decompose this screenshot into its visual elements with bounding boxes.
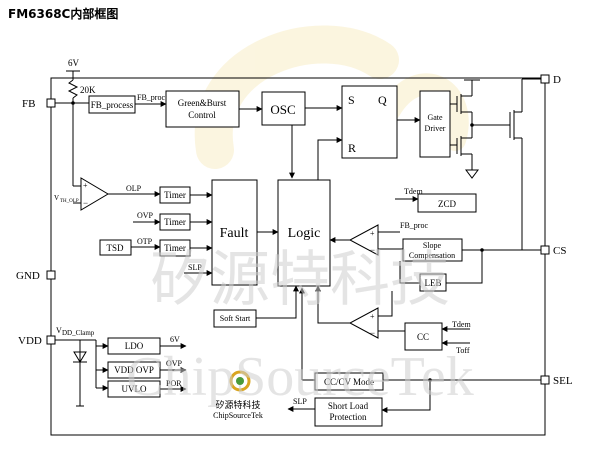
short-load-label-1: Short Load — [328, 401, 369, 411]
vth-olp-sub: TH_OLP — [60, 199, 79, 204]
timer3-label: Timer — [164, 243, 186, 253]
ldo-label: LDO — [125, 341, 144, 351]
green-burst-label-2: Control — [188, 110, 216, 120]
cc-label: CC — [417, 332, 429, 342]
svg-text:+: + — [370, 229, 375, 238]
gate-driver-block — [419, 90, 451, 158]
short-load-protection-block — [314, 397, 383, 427]
label-por: POR — [166, 379, 182, 388]
svg-text:−: − — [83, 198, 88, 208]
vdd-clamp-v: V — [56, 326, 62, 335]
pin-gnd: GND — [16, 270, 56, 282]
green-burst-label-1: Green&Burst — [178, 98, 227, 108]
cc-cv-mode-block — [314, 372, 384, 391]
label-6v-top: 6V — [68, 58, 80, 68]
label-20k: 20K — [80, 85, 96, 95]
vdd-clamp-sub: DD_Clamp — [62, 329, 95, 337]
zcd-block — [417, 193, 477, 213]
label-tdem-cc: Tdem — [452, 320, 471, 329]
watermark-text: 矽源特科技 ChipSourceTek — [126, 245, 474, 408]
gate-driver-label-2: Driver — [425, 124, 446, 133]
soft-start-label: Soft Start — [220, 314, 251, 323]
label-tdem-zcd: Tdem — [404, 187, 423, 196]
label-toff: Toff — [456, 346, 470, 355]
label-ovp: OVP — [137, 211, 154, 220]
logic-label: Logic — [288, 226, 321, 241]
timer1-label: Timer — [164, 190, 186, 200]
label-fb-proc-right: FB_proc — [400, 221, 428, 230]
svg-text:+: + — [83, 181, 88, 190]
pin-gnd-label: GND — [16, 270, 40, 282]
timer2-label: Timer — [164, 217, 186, 227]
fb-process-label: FB_process — [91, 100, 134, 110]
cs-comparator-upper — [348, 224, 379, 256]
zcd-label: ZCD — [438, 199, 457, 209]
pin-fb: FB — [22, 98, 56, 110]
olp-comparator — [80, 177, 109, 211]
svg-text:−: − — [370, 328, 375, 338]
gate-driver-label-1: Gate — [427, 113, 443, 122]
sr-r-label: R — [348, 141, 356, 155]
tsd-label: TSD — [106, 243, 124, 253]
logo-name-en: ChipSourceTek — [213, 411, 263, 420]
fault-label: Fault — [220, 226, 249, 241]
pin-d-label: D — [553, 74, 561, 86]
svg-text:−: − — [370, 245, 375, 255]
slope-label-2: Compensation — [409, 251, 455, 260]
label-otp: OTP — [137, 237, 153, 246]
zener-diode — [73, 351, 87, 363]
watermark-cn: 矽源特科技 — [150, 245, 450, 315]
pin-vdd: VDD — [18, 335, 56, 347]
pin-fb-label: FB — [22, 98, 35, 110]
cc-block — [404, 322, 443, 351]
chip-boundary — [50, 77, 546, 436]
svg-text:+: + — [370, 312, 375, 321]
power-mosfet — [509, 78, 541, 251]
label-ovp-out: OVP — [166, 359, 183, 368]
slope-label-1: Slope — [423, 241, 442, 250]
label-slp-short: SLP — [293, 397, 307, 406]
pin-cs-label: CS — [553, 245, 566, 257]
watermark-en: ChipSourceTek — [126, 346, 474, 408]
sr-latch-block — [341, 85, 398, 159]
label-olp: OLP — [126, 184, 142, 193]
pin-d: D — [540, 74, 561, 86]
cs-comparator-lower — [348, 307, 379, 339]
label-6v-ldo: 6V — [170, 335, 180, 344]
leb-label: LEB — [425, 278, 442, 288]
driver-high-side-transistor — [456, 79, 480, 114]
diagram-title: FM6368C内部框图 — [8, 6, 118, 21]
resistor-20k — [67, 79, 79, 99]
uvlo-label: UVLO — [122, 384, 147, 394]
vdd-ovp-label: VDD OVP — [114, 365, 154, 375]
driver-low-side-transistor — [456, 136, 479, 179]
label-fb-proc-top: FB_proc — [137, 93, 165, 102]
cc-cv-mode-label: CC/CV Mode — [324, 377, 374, 387]
pin-sel: SEL — [540, 375, 573, 387]
green-burst-control-block — [165, 90, 240, 128]
fault-block — [211, 179, 258, 286]
pin-vdd-label: VDD — [18, 335, 42, 347]
label-slp: SLP — [188, 263, 202, 272]
logo-name-cn: 矽源特科技 — [215, 399, 260, 411]
chipsourcetek-logo: 矽源特科技 ChipSourceTek — [213, 370, 263, 420]
osc-label: OSC — [270, 102, 295, 117]
sr-q-label: Q — [378, 93, 387, 107]
pin-sel-label: SEL — [553, 375, 573, 387]
vth-olp-v: V — [54, 194, 59, 202]
logic-block — [277, 179, 331, 287]
short-load-label-2: Protection — [330, 412, 367, 422]
sr-s-label: S — [348, 93, 355, 107]
